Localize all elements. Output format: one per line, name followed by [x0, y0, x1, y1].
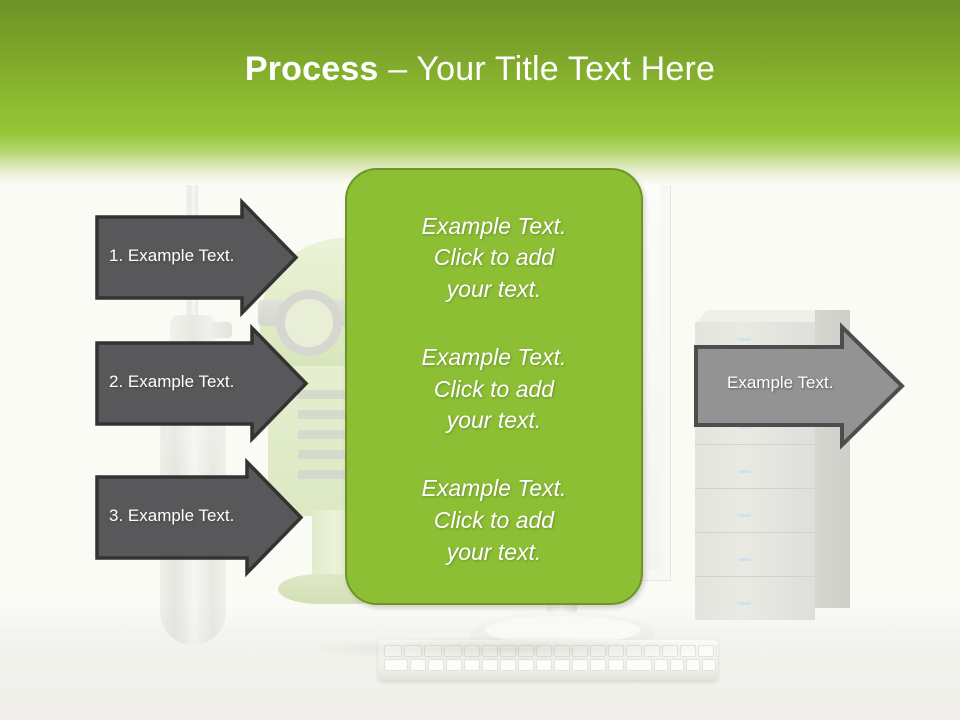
header-banner — [0, 0, 960, 185]
keyboard-key — [464, 645, 480, 657]
tower-bay-line — [695, 444, 815, 445]
step-arrow-3[interactable]: 3. Example Text. — [95, 457, 305, 578]
tower-led — [739, 602, 751, 605]
keyboard-key — [670, 659, 684, 671]
center-panel-paragraph-2[interactable]: Example Text. Click to add your text. — [421, 343, 567, 434]
step-arrow-1[interactable]: 1. Example Text. — [95, 197, 300, 318]
step-arrow-2[interactable]: 2. Example Text. — [95, 323, 310, 444]
keyboard-key — [662, 645, 678, 657]
keyboard-key — [482, 645, 498, 657]
keyboard-key — [500, 659, 516, 671]
keyboard-key — [654, 659, 668, 671]
keyboard-key — [404, 645, 422, 657]
keyboard-key — [572, 659, 588, 671]
keyboard-key — [500, 645, 516, 657]
keyboard-key — [518, 659, 534, 671]
tower-bay-line — [695, 576, 815, 577]
keyboard-key — [626, 645, 642, 657]
tower-led — [739, 558, 751, 561]
result-arrow[interactable]: Example Text. — [694, 322, 906, 450]
tower-bay-line — [695, 488, 815, 489]
keyboard-key — [464, 659, 480, 671]
keyboard-key — [626, 659, 652, 671]
tower-led — [739, 514, 751, 517]
tower-bay-line — [695, 532, 815, 533]
keyboard-key — [644, 645, 660, 657]
tower-led — [739, 470, 751, 473]
keyboard-key — [680, 645, 696, 657]
keyboard-key — [428, 659, 444, 671]
keyboard-key — [384, 645, 402, 657]
screwdriver-nub — [210, 322, 232, 338]
keyboard-key — [608, 645, 624, 657]
monitor-base-top — [485, 616, 640, 644]
keyboard-key — [384, 659, 408, 671]
keyboard-key — [702, 659, 716, 671]
keyboard-illustration — [378, 640, 718, 680]
robot-eye — [276, 290, 342, 356]
keyboard-key — [590, 659, 606, 671]
keyboard-key — [554, 659, 570, 671]
keyboard-key — [698, 645, 714, 657]
page-title-separator: – — [378, 50, 417, 88]
keyboard-key — [518, 645, 534, 657]
center-content-panel[interactable]: Example Text. Click to add your text. Ex… — [345, 168, 643, 605]
keyboard-key — [572, 645, 588, 657]
keyboard-key — [608, 659, 624, 671]
keyboard-key — [410, 659, 426, 671]
center-panel-paragraph-3[interactable]: Example Text. Click to add your text. — [421, 475, 567, 565]
page-title-rest: Your Title Text Here — [416, 50, 716, 88]
keyboard-key — [536, 659, 552, 671]
keyboard-key — [686, 659, 700, 671]
keyboard-key — [536, 645, 552, 657]
page-title: Process – Your Title Text Here — [0, 50, 960, 89]
page-title-bold: Process — [244, 50, 379, 88]
keyboard-key — [590, 645, 606, 657]
desk-shadow — [300, 636, 720, 662]
center-panel-paragraph-1[interactable]: Example Text. Click to add your text. — [421, 212, 567, 303]
keyboard-key — [446, 659, 462, 671]
tower-led — [739, 338, 751, 341]
keyboard-key — [424, 645, 442, 657]
center-panel-body: Example Text. Click to add your text. Ex… — [347, 170, 641, 603]
keyboard-key — [482, 659, 498, 671]
keyboard-key — [716, 645, 718, 657]
keyboard-key — [444, 645, 462, 657]
tower-led — [739, 426, 751, 429]
keyboard-key — [554, 645, 570, 657]
